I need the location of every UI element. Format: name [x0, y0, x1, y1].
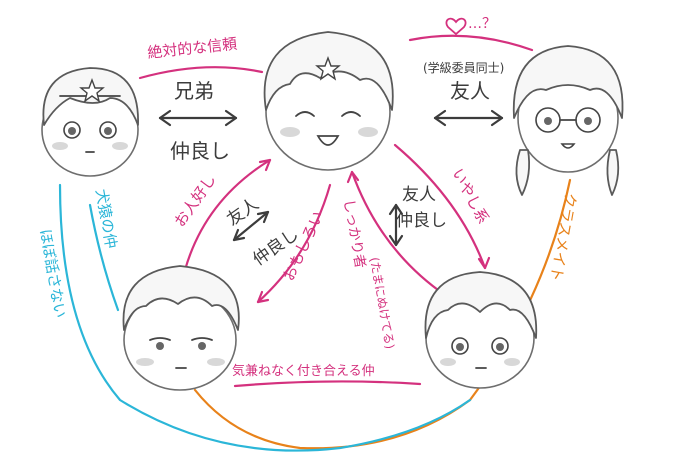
label-friends-2: 友人 [223, 194, 262, 230]
double-arrow-friends [433, 109, 504, 127]
double-arrow-left-diag [232, 210, 270, 242]
arrow-funny-head [256, 290, 270, 304]
heart-icon [445, 17, 467, 36]
label-close-friends-1: 仲良し [170, 139, 230, 163]
arrow-reliable-head [346, 170, 360, 184]
character-bottom-right [424, 271, 538, 389]
label-reliable: しっかり者 [340, 198, 368, 270]
character-top-left [41, 67, 139, 177]
label-likes: お人好し [171, 171, 220, 230]
line-heart [408, 34, 534, 52]
line-barely-talk [58, 183, 472, 452]
double-arrow-brothers [158, 109, 238, 127]
line-reliable [350, 170, 447, 297]
line-kind [183, 158, 272, 272]
character-top-right [512, 45, 624, 196]
label-friends-1: 友人 [450, 79, 490, 103]
arrow-kind-head [258, 158, 272, 172]
arrow-healing-head [477, 256, 491, 270]
line-funny [256, 183, 332, 304]
label-heart-question: …？ [468, 16, 496, 32]
line-dog-monkey [88, 203, 120, 312]
line-casual [233, 380, 422, 388]
star-hairpin-icon [79, 78, 105, 103]
label-barely-talk: ほぼ話さない [36, 228, 69, 320]
label-close-3: 仲良し [396, 211, 447, 231]
star-hairpin-icon [315, 56, 341, 81]
label-classmates: クラスメイト [546, 191, 579, 282]
line-healing [393, 143, 487, 270]
line-absolute-trust [138, 66, 264, 80]
label-casual: 気兼ねなく付き合える仲 [232, 363, 375, 379]
label-committee: (学級委員同士) [423, 60, 504, 75]
label-friends-3: 友人 [402, 185, 436, 205]
character-top-center [263, 31, 394, 171]
double-arrow-right-vert [388, 203, 404, 247]
label-absolute-trust: 絶対的な信頼 [147, 35, 238, 62]
label-brothers: 兄弟 [174, 79, 214, 103]
character-bottom-left [122, 265, 240, 391]
label-healing: いやし系 [448, 165, 492, 226]
label-sometimes-silly: (たまにぬけてる) [367, 256, 397, 350]
line-classmate [193, 178, 572, 450]
